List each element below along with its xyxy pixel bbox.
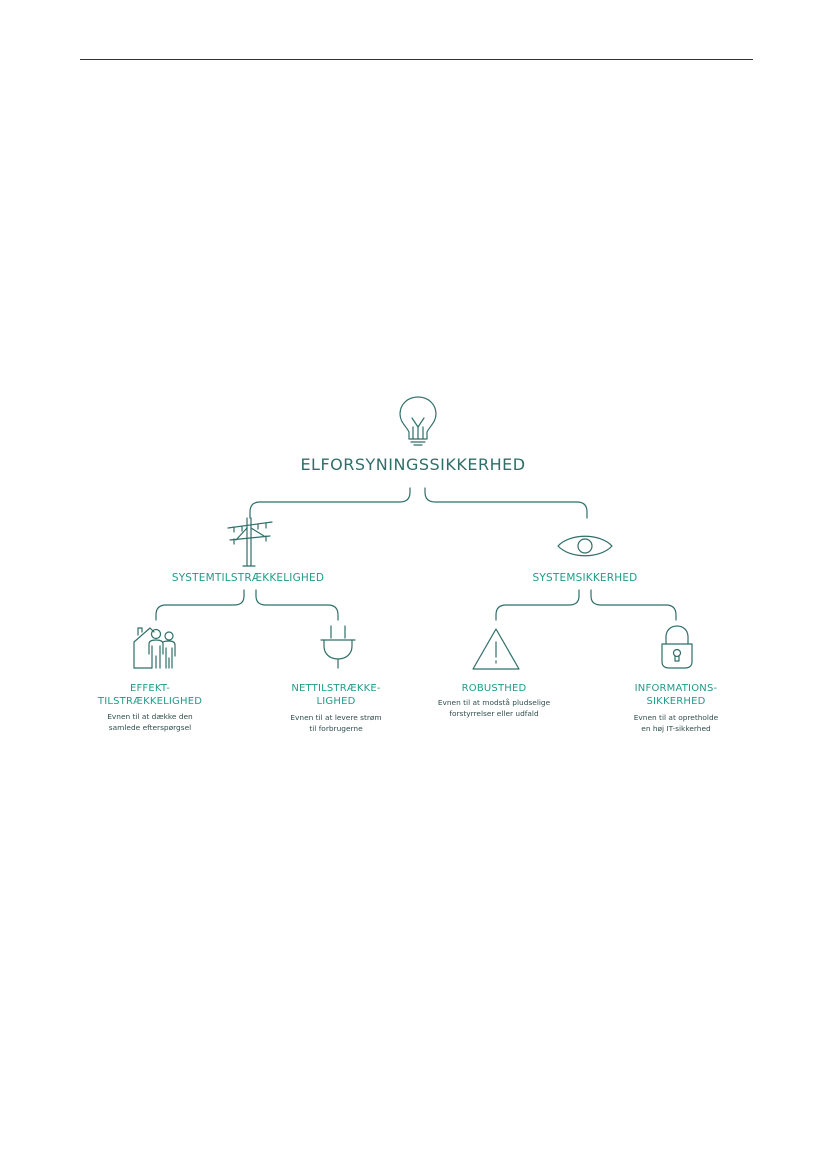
child-desc-information-line1: Evnen til at opretholde [633, 713, 719, 722]
child-desc-robusthed-line1: Evnen til at modstå pludselige [437, 698, 551, 707]
connector-sec-left [495, 589, 580, 621]
lightbulb-icon [399, 396, 437, 446]
connector-sys-right [255, 589, 339, 621]
power-pole-icon [227, 517, 273, 567]
child-title-net-line2: LIGHED [316, 696, 356, 707]
child-desc-net-line1: Evnen til at levere strøm [290, 713, 382, 722]
child-desc-information: Evnen til at opretholde en høj IT-sikker… [596, 712, 756, 734]
root-title: ELFORSYNINGSSIKKERHED [300, 455, 526, 474]
child-desc-robusthed-line2: forstyrrelser eller udfald [449, 709, 539, 718]
connector-root-left [249, 487, 411, 519]
eye-icon [557, 535, 613, 557]
child-title-information-line2: SIKKERHED [646, 696, 706, 707]
child-desc-net: Evnen til at levere strøm til forbrugern… [256, 712, 416, 734]
child-title-effekt-line2: TILSTRÆKKELIGHED [97, 696, 203, 707]
plug-icon [320, 625, 356, 669]
house-people-icon [133, 627, 176, 669]
child-title-net-line1: NETTILSTRÆKKE- [291, 683, 381, 694]
child-title-information: INFORMATIONS- SIKKERHED [596, 682, 756, 708]
child-desc-effekt: Evnen til at dække den samlede efterspør… [70, 711, 230, 733]
header-rule [80, 59, 753, 60]
child-desc-information-line2: en høj IT-sikkerhed [641, 724, 711, 733]
connector-root-right [424, 487, 588, 519]
child-desc-net-line2: til forbrugerne [309, 724, 363, 733]
child-title-robusthed-line1: ROBUSTHED [461, 683, 527, 694]
child-desc-robusthed: Evnen til at modstå pludselige forstyrre… [414, 697, 574, 719]
connector-sys-left [155, 589, 245, 621]
warning-triangle-icon [472, 628, 520, 670]
branch-title-systemsikkerhed: SYSTEMSIKKERHED [532, 572, 638, 584]
child-title-net: NETTILSTRÆKKE- LIGHED [256, 682, 416, 708]
child-title-effekt: EFFEKT- TILSTRÆKKELIGHED [70, 682, 230, 708]
padlock-icon [661, 625, 693, 669]
child-title-effekt-line1: EFFEKT- [129, 683, 171, 694]
connector-sec-right [590, 589, 677, 621]
branch-title-systemtilstraekkelighed: SYSTEMTILSTRÆKKELIGHED [171, 572, 325, 584]
child-desc-effekt-line2: samlede efterspørgsel [108, 723, 192, 732]
child-title-robusthed: ROBUSTHED [414, 682, 574, 695]
child-desc-effekt-line1: Evnen til at dække den [107, 712, 193, 721]
child-title-information-line1: INFORMATIONS- [634, 683, 718, 694]
